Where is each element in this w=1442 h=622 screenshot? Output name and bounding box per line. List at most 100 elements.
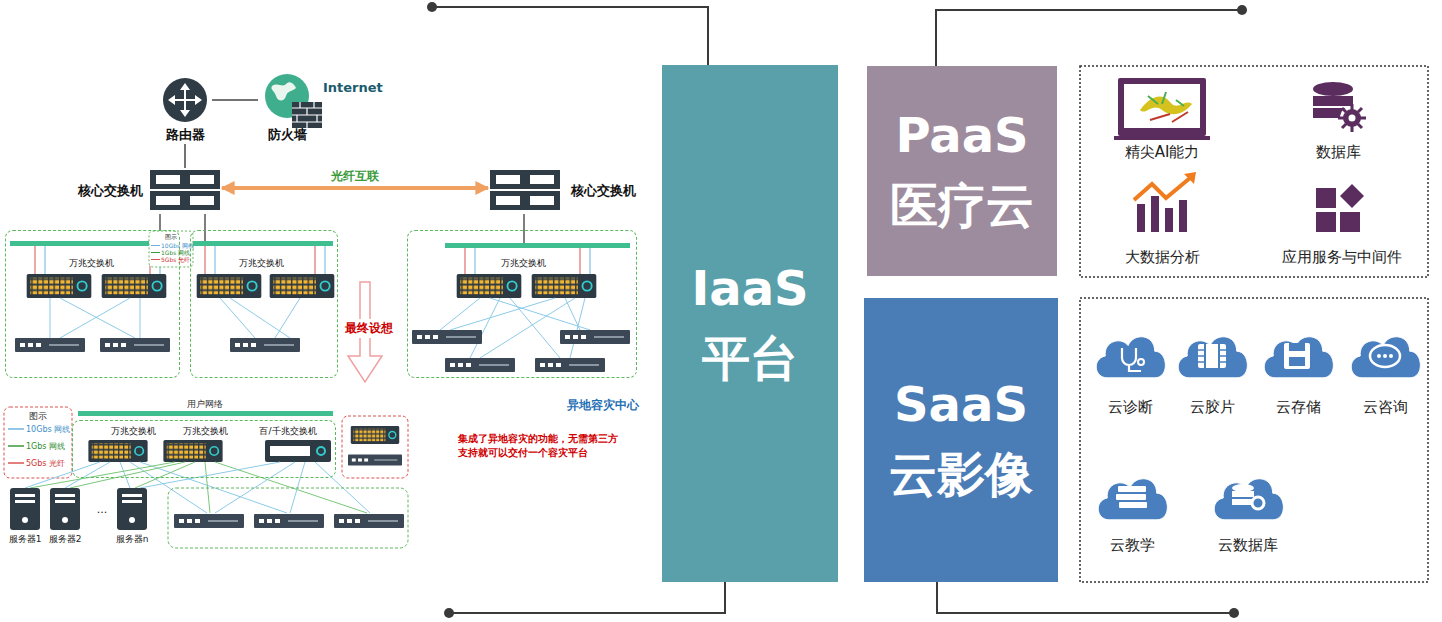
iaas-platform: IaaS 平台	[662, 65, 838, 582]
firewall-icon	[265, 74, 322, 128]
connector	[222, 186, 488, 190]
illustration	[532, 274, 597, 298]
switch-group: 万兆交换机	[5, 230, 180, 378]
illustration	[150, 170, 220, 210]
bigdata-icon	[1165, 208, 1173, 232]
database-icon	[1313, 82, 1366, 132]
cloud-icons	[1205, 344, 1219, 368]
illustration	[348, 455, 402, 466]
illustration	[457, 274, 522, 298]
node-text: 防火墙	[258, 126, 316, 144]
legend-box-top	[151, 259, 160, 260]
illustration	[15, 338, 85, 352]
node-text: PaaS 医疗云	[880, 101, 1045, 240]
cloud-icons	[1214, 479, 1283, 520]
illustration	[254, 514, 324, 528]
legend-box-top	[151, 252, 160, 253]
paas-panel	[1080, 66, 1428, 277]
node-text: 核心交换机	[72, 182, 148, 200]
connector	[184, 144, 186, 168]
text-label: 最终设想	[343, 319, 395, 338]
network-bars	[445, 243, 630, 248]
middleware-icon	[1340, 212, 1360, 232]
connector	[159, 214, 161, 230]
node-text: IaaS 平台	[675, 254, 825, 393]
legend-text: 5Gbs 光纤	[26, 458, 65, 469]
node-text: 万兆交换机	[483, 257, 563, 270]
cloud-icons	[1351, 337, 1420, 378]
ai-icon	[1118, 78, 1206, 136]
illustration	[50, 488, 80, 530]
illustration	[490, 170, 560, 210]
legend-box-bottom	[8, 462, 24, 464]
decor-lines	[449, 582, 725, 613]
node-text: 万兆交换机	[165, 425, 245, 438]
paas-cloud: PaaS 医疗云	[867, 66, 1057, 276]
text-label: 服务器1	[0, 533, 55, 546]
legend-box-top	[149, 231, 193, 267]
saas-cloud: SaaS 云影像	[864, 298, 1058, 582]
cloud-icons	[1118, 486, 1146, 492]
bigdata-icon	[1184, 172, 1196, 184]
firewall-node: 防火墙	[258, 72, 316, 144]
text-label: 云咨询	[1335, 398, 1435, 417]
core-switch: 核心交换机	[488, 168, 640, 214]
firewall-icon	[292, 102, 322, 128]
router-icon	[168, 83, 202, 117]
fabric-lines	[50, 298, 590, 358]
cloud-icons	[1119, 502, 1147, 508]
illustration	[88, 440, 147, 462]
node-text: 百/千兆交换机	[248, 425, 328, 438]
ai-icon	[1150, 112, 1188, 122]
legend-box-bottom	[8, 445, 24, 447]
cloud-icons	[1232, 484, 1254, 492]
cloud-icons	[1178, 337, 1247, 378]
ai-icon	[1114, 136, 1210, 140]
text-label: ...	[88, 503, 116, 516]
ai-icon	[1148, 92, 1184, 106]
bigdata-icon	[1179, 200, 1187, 232]
fabric-lines	[220, 298, 300, 338]
illustration	[230, 338, 300, 352]
middleware-icon	[1316, 188, 1336, 208]
cloud-icons	[1289, 343, 1305, 351]
middleware-icon	[1316, 212, 1336, 232]
cloud-icons	[1198, 344, 1226, 368]
text-label: 服务器2	[35, 533, 95, 546]
red-box	[342, 416, 408, 478]
saas-box	[864, 298, 1058, 582]
cloud-icons	[1289, 357, 1305, 366]
decor-lines	[432, 7, 708, 65]
bigdata-icon	[1151, 196, 1159, 232]
text-label: 图示	[4, 410, 72, 423]
storage-group	[168, 488, 408, 548]
text-label: 大数据分析	[1082, 248, 1242, 267]
decor-lines	[937, 582, 1234, 613]
illustration	[102, 274, 167, 298]
firewall-icon	[271, 82, 296, 100]
decor-dots	[1229, 608, 1239, 618]
bigdata-icon	[1134, 178, 1190, 200]
gigabit-switch	[265, 440, 331, 462]
decor-dots	[1237, 5, 1247, 15]
text-label: 用户网络	[155, 398, 255, 411]
text-label: 集成了异地容灾的功能，无需第三方支持就可以交付一个容灾平台	[458, 432, 624, 460]
cloud-icons	[1370, 345, 1400, 367]
text-label: 精尖AI能力	[1082, 143, 1242, 162]
text-label: 云诊断	[1080, 398, 1180, 417]
cloud-icons	[1264, 337, 1333, 378]
legend-box-top	[151, 245, 160, 246]
illustration	[445, 358, 515, 372]
bigdata-icon	[1134, 172, 1196, 232]
decor-dots	[427, 2, 1247, 618]
saas-panel	[1080, 298, 1428, 582]
gigabit-switch	[317, 447, 325, 455]
illustration	[27, 274, 92, 298]
illustration	[412, 330, 482, 344]
database-icon	[1313, 82, 1353, 96]
node-text: 异地容灾中心	[548, 397, 658, 414]
cloud-icons	[1098, 479, 1167, 520]
illustration	[174, 514, 244, 528]
connector	[212, 99, 258, 101]
